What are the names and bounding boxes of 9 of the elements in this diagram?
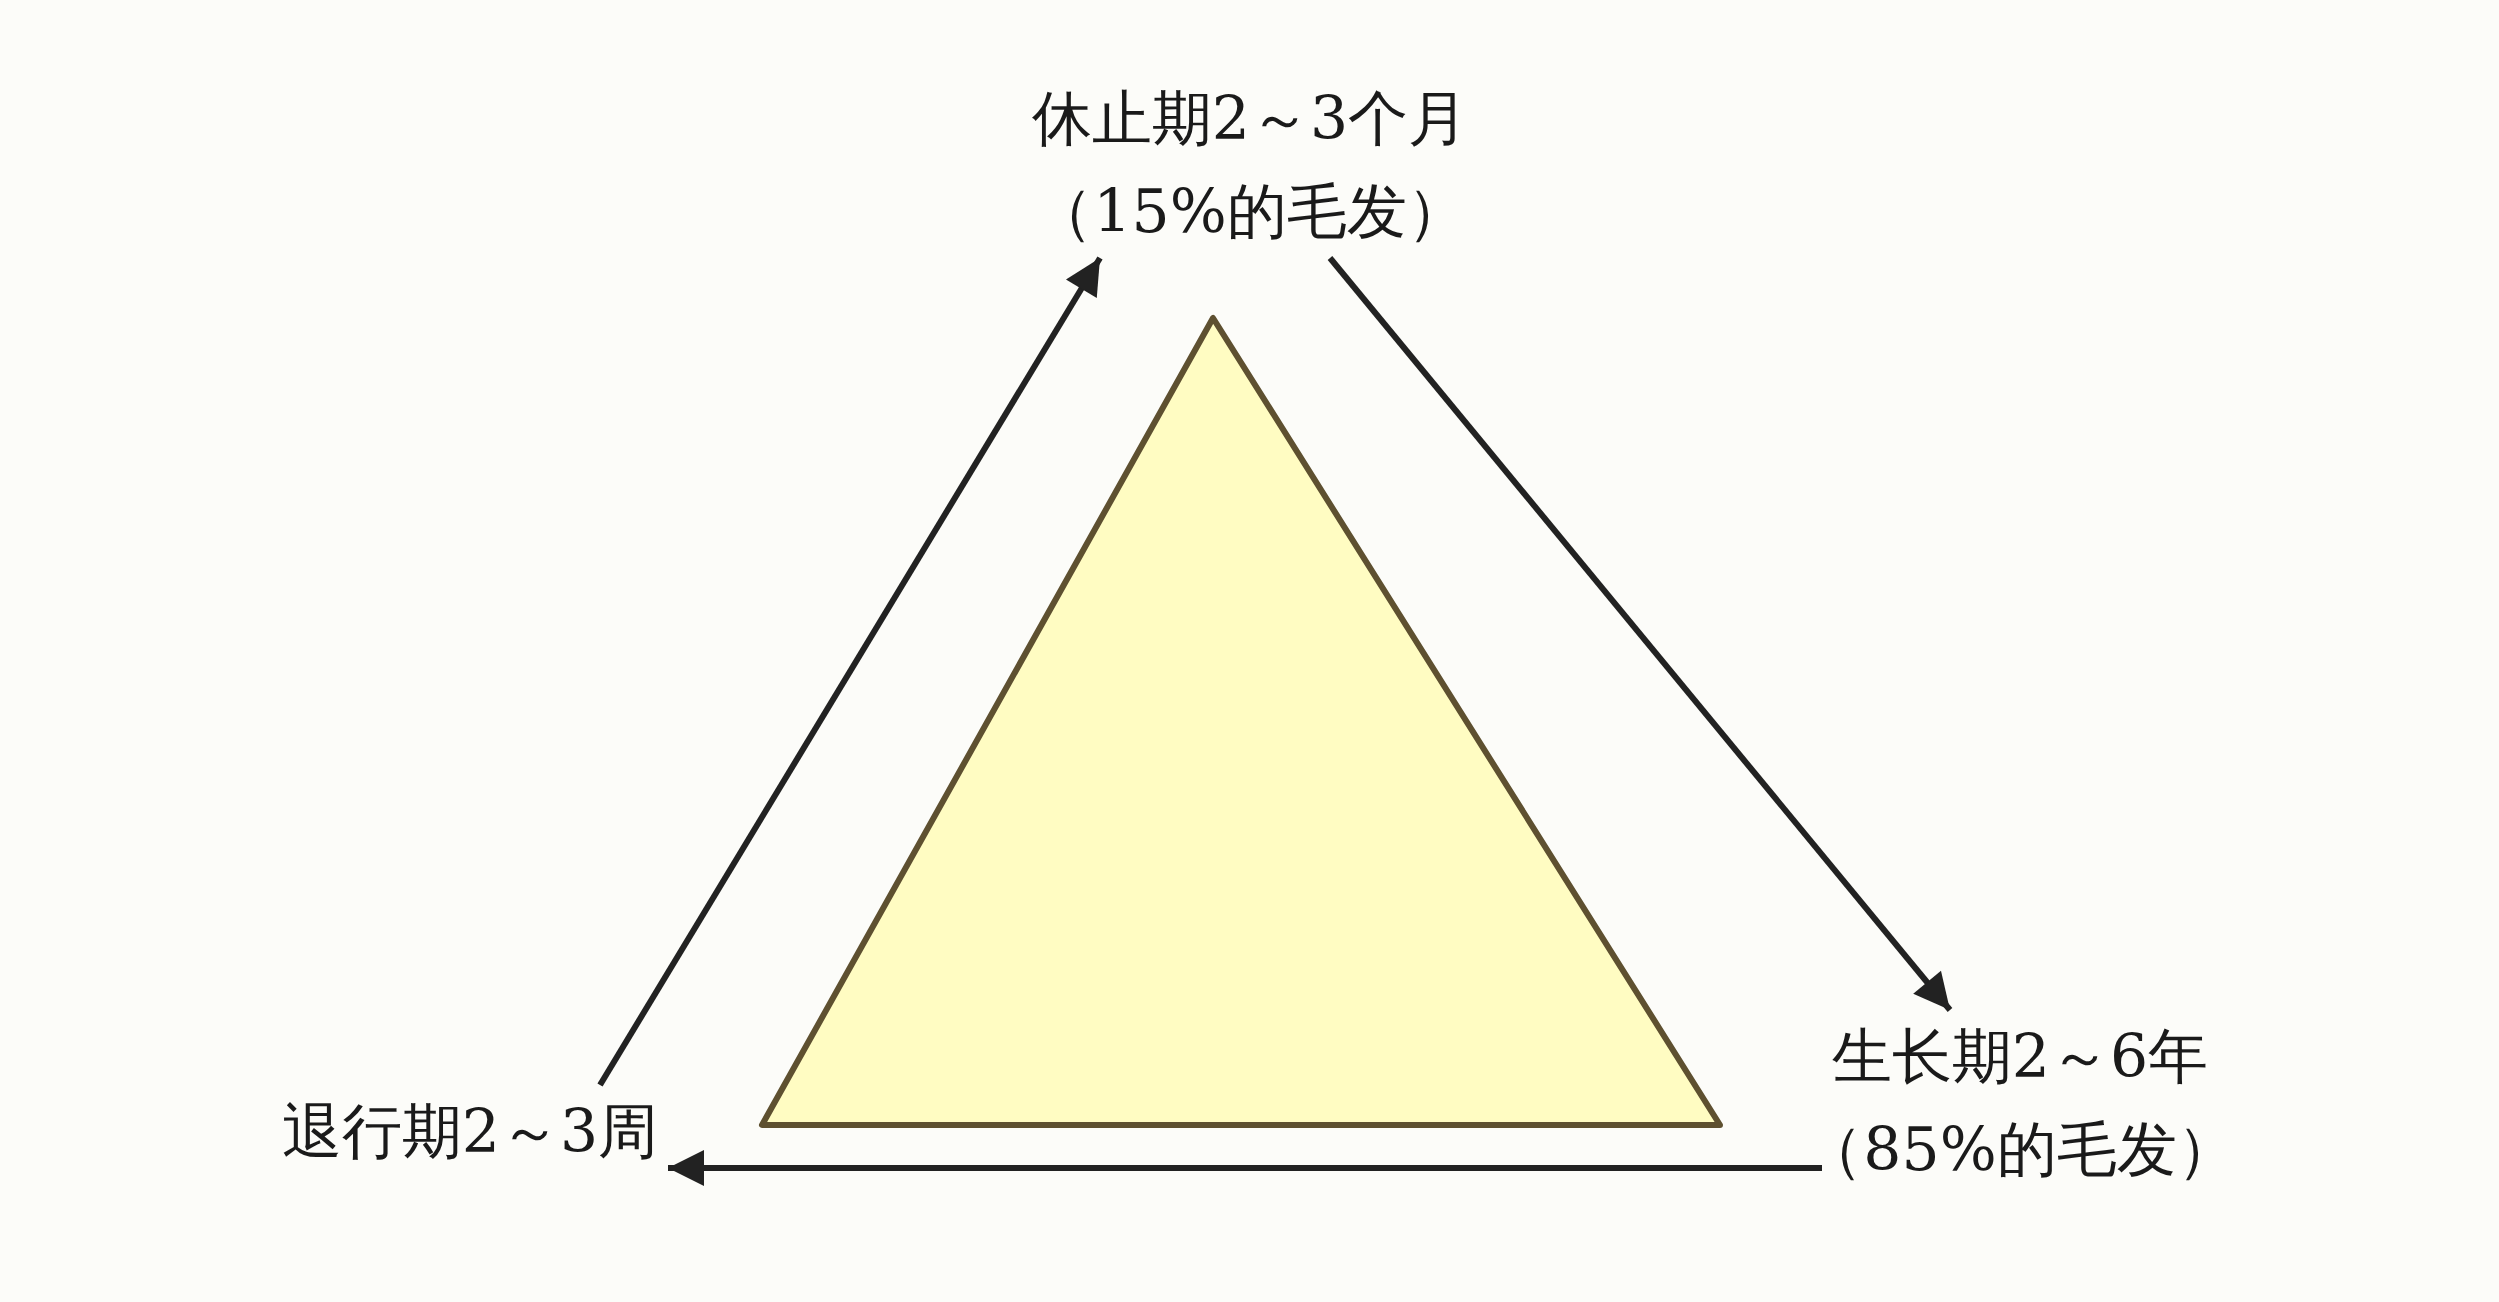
stage-label: 退行期2～3周 (280, 1095, 660, 1168)
arrow (668, 1150, 1822, 1186)
share-label: （15%的毛发） (1032, 175, 1468, 248)
arrow (1327, 256, 1953, 1012)
stage-label: 生长期2～6年 (1830, 1020, 2210, 1093)
stage-label: 休止期2～3个月 (1030, 82, 1470, 155)
triangle-shape (759, 315, 1723, 1128)
share-label: （85%的毛发） (1802, 1113, 2238, 1186)
arrow (597, 256, 1103, 1087)
